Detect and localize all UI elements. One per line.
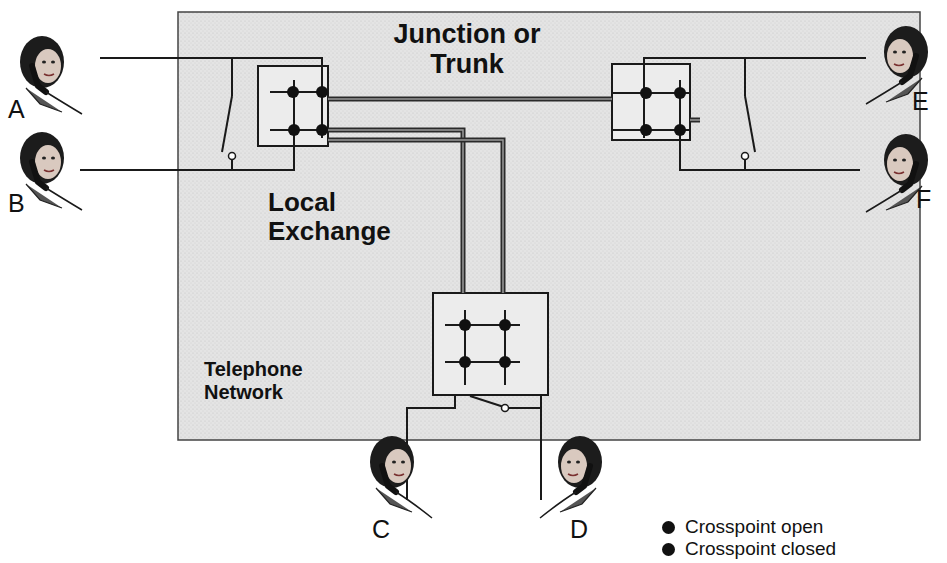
trunk-line [328, 140, 503, 293]
legend-text: Crosspoint open [685, 516, 823, 538]
crosspoint [316, 124, 328, 136]
wire [745, 96, 755, 152]
subscriber-letter: D [570, 516, 600, 544]
subscriber-letter: A [8, 96, 38, 124]
trunk-line [328, 97, 612, 102]
telephone-user [866, 134, 928, 212]
crosspoint [640, 87, 652, 99]
subscriber-letter: C [372, 516, 402, 544]
wire [509, 408, 541, 500]
wire [80, 80, 294, 170]
legend-row: Crosspoint closed [662, 538, 836, 560]
legend-text: Crosspoint closed [685, 538, 836, 560]
switch-contact [502, 405, 509, 412]
trunk-line-core [328, 130, 463, 293]
crosspoint [459, 319, 471, 331]
trunk-line-core [328, 98, 612, 100]
telephone-user [20, 132, 82, 210]
telephone-user [20, 36, 82, 114]
trunk-line-core [690, 119, 700, 121]
subscriber-letter: E [912, 88, 942, 116]
switch-contact [742, 153, 749, 160]
wire [222, 96, 232, 152]
wire [407, 395, 455, 500]
telephone-user [370, 436, 432, 518]
telephone-user [540, 436, 602, 518]
legend-dot [662, 521, 675, 534]
crosspoint-matrix [433, 293, 548, 395]
region-title: Telephone Network [204, 358, 316, 404]
part-label: Junction or Trunk [392, 20, 542, 79]
wire [100, 58, 322, 138]
crosspoint [640, 124, 652, 136]
crosspoint-matrix [612, 64, 690, 140]
wire [231, 58, 233, 96]
trunk-line-core [328, 140, 503, 293]
crosspoint [288, 124, 300, 136]
legend-row: Crosspoint open [662, 516, 823, 538]
wire [680, 80, 860, 170]
wire [744, 58, 746, 96]
crosspoint [499, 356, 511, 368]
legend-dot [662, 543, 675, 556]
crosspoint [316, 86, 328, 98]
crosspoint [674, 87, 686, 99]
trunk-line [328, 130, 463, 293]
wire [540, 395, 542, 408]
subscriber-letter: B [8, 190, 38, 218]
switch-contact [229, 153, 236, 160]
wire [231, 160, 233, 170]
crosspoint [674, 124, 686, 136]
network-region: Telephone Network [178, 12, 920, 440]
wire [744, 160, 746, 170]
subscriber-letter: F [916, 186, 942, 214]
crosspoint [459, 356, 471, 368]
part-label: Local Exchange [268, 188, 408, 245]
crosspoint [499, 319, 511, 331]
telephone-user [866, 26, 928, 104]
wire [644, 58, 866, 138]
crosspoint [287, 86, 299, 98]
network-ground [178, 12, 920, 440]
trunk-line [690, 118, 700, 123]
